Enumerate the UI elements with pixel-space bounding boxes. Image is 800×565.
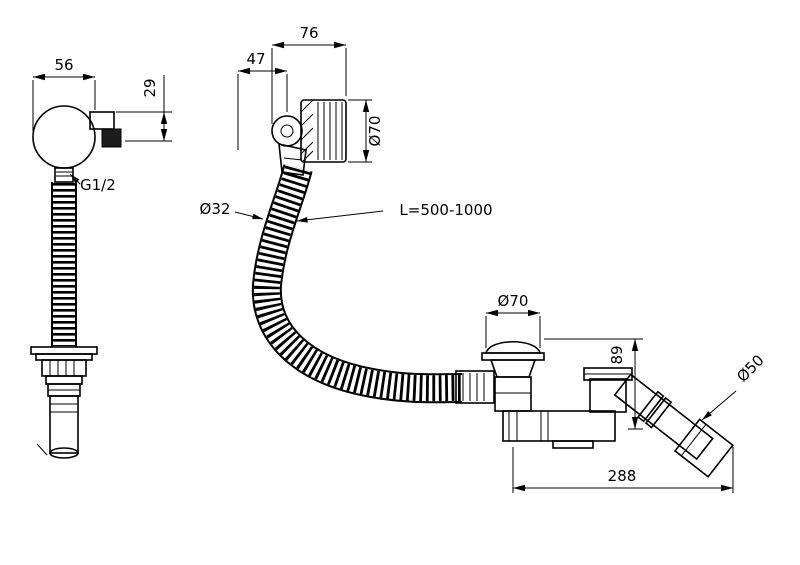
plug-cap-brim [481,352,545,361]
thread-label: G1/2 [80,176,116,194]
overflow-rosette [32,105,96,169]
hose-side-body [253,164,463,402]
dim-outlet-diameter: Ø50 [701,351,768,421]
head-connector [278,142,307,176]
hose-length-label: L=500-1000 [399,201,492,219]
thread-callout: G1/2 [69,173,116,194]
tailpipe-rings [50,403,78,413]
dim-76: 76 [271,24,347,124]
dim-89-extensions [544,338,643,430]
hose-length-leader [296,210,384,223]
waste-flange [30,346,98,355]
dim-plug-diameter: Ø70 [485,292,541,348]
dim-29-label: 29 [141,78,159,97]
head-pivot-hub [280,124,294,138]
dim-56-extensions [32,80,96,131]
outlet-pipe-joints [508,411,549,441]
waste-nut [41,359,87,377]
dim-288: 288 [512,447,734,493]
dim-29: 29 [116,75,172,142]
hose-length-callout: L=500-1000 [296,201,493,223]
outlet-bell-line [680,424,707,457]
coupling-nut-ribs [462,373,485,401]
side-view: 76 47 Ø70 Ø32 L=500-1000 [200,24,493,404]
head-pivot [271,115,303,147]
head-connector-line [283,157,303,161]
elbow-riser [589,378,627,413]
dim-288-label: 288 [608,467,637,485]
plug-cap-dome [484,341,542,354]
dim-76-extensions [271,48,347,124]
dim-47-label: 47 [246,50,265,68]
thread-lines [56,171,72,177]
angled-outlet [613,373,734,478]
outlet-pipe [502,410,616,442]
head-grip-ribs [317,102,343,160]
tailpipe-tick [36,443,48,456]
angled-pipe [613,373,714,461]
angled-pipe-ring-2 [644,396,673,429]
dim-89: 89 [544,338,643,430]
dim-head-diameter-label: Ø70 [366,116,384,147]
waste-collar [45,375,83,385]
dim-plug-label: Ø70 [498,292,529,310]
waste-nut-ribs [49,361,75,375]
waste-tailpipe [49,395,79,454]
waste-flange-lower [35,353,93,361]
spout-end [101,128,122,148]
pipe-bracket [552,440,594,449]
dim-outlet-leader [701,390,737,421]
front-view: 56 29 G1/2 [30,56,172,459]
coupling-nut [455,370,495,404]
hose-diameter-leader [234,211,264,220]
tailpipe-opening [49,447,79,459]
dim-plug-extensions [485,316,541,348]
dim-76-label: 76 [299,24,318,42]
dim-89-label: 89 [608,345,626,364]
plug-taper [489,359,537,378]
dim-56: 56 [32,56,96,131]
head-grip [300,99,347,163]
angled-pipe-ring-1 [636,390,665,423]
thread-leader [69,173,81,185]
dim-47: 47 [237,50,288,150]
head-collar-hatch [300,99,314,162]
drain-view: Ø70 89 Ø50 288 [455,292,768,493]
hose-diameter-label: Ø32 [200,200,231,218]
hose-diameter-callout: Ø32 [200,200,264,220]
dim-head-diameter: Ø70 [348,99,384,163]
outlet-bell [673,418,734,478]
dim-56-label: 56 [54,56,73,74]
dim-outlet-label: Ø50 [733,351,768,386]
waste-tee-body [494,376,532,412]
dim-47-extensions [237,74,288,150]
